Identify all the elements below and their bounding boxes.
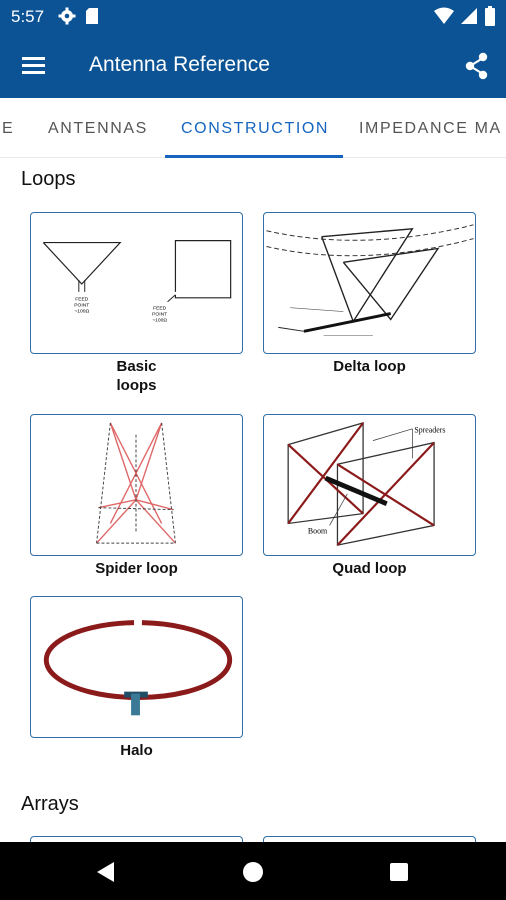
svg-text:POINT: POINT — [152, 312, 167, 318]
tab-antennas[interactable]: ANTENNAS — [48, 120, 148, 137]
quad-loop-diagram: Spreaders Boom — [287, 422, 445, 546]
svg-text:~100Ω: ~100Ω — [74, 309, 89, 315]
svg-text:FEED: FEED — [153, 306, 167, 312]
svg-text:FEED: FEED — [75, 297, 89, 303]
app-title: Antenna Reference — [89, 53, 270, 76]
card-basic-loops[interactable]: FEED POINT ~100Ω FEED POINT ~100Ω — [30, 212, 243, 354]
halo-diagram — [43, 620, 233, 716]
card-spider-loop[interactable] — [30, 414, 243, 556]
delta-loop-diagram — [266, 224, 474, 336]
tab-previous[interactable]: IE — [0, 120, 15, 137]
svg-text:POINT: POINT — [74, 303, 89, 309]
back-triangle-icon — [97, 862, 114, 882]
wifi-icon — [434, 7, 454, 24]
card-label-halo: Halo — [120, 742, 153, 759]
status-time: 5:57 — [11, 7, 45, 26]
sd-card-icon — [86, 8, 98, 24]
share-icon — [465, 52, 488, 80]
card-label-quad-loop: Quad loop — [332, 560, 407, 577]
card-quad-loop[interactable]: Spreaders Boom — [263, 414, 476, 556]
recents-square-icon — [390, 863, 408, 881]
section-title-arrays: Arrays — [21, 793, 79, 815]
card-label-spider-loop: Spider loop — [95, 560, 178, 577]
home-circle-icon — [243, 862, 263, 882]
nav-home-button[interactable] — [237, 856, 269, 888]
system-nav-bar — [0, 842, 506, 900]
hamburger-menu-icon — [22, 57, 45, 74]
svg-text:Spreaders: Spreaders — [414, 426, 445, 435]
cell-signal-icon — [461, 8, 477, 24]
tab-active-indicator — [165, 155, 343, 158]
card-halo[interactable] — [30, 596, 243, 738]
svg-text:~100Ω: ~100Ω — [152, 317, 167, 323]
menu-button[interactable] — [16, 50, 52, 82]
status-bar: 5:57 — [0, 0, 506, 34]
settings-icon — [58, 7, 76, 25]
card-label-delta-loop: Delta loop — [333, 358, 406, 375]
app-bar: Antenna Reference — [0, 34, 506, 98]
battery-icon — [485, 6, 495, 26]
svg-text:Boom: Boom — [308, 526, 327, 535]
spider-loop-diagram — [96, 422, 176, 544]
tab-bar: IE ANTENNAS CONSTRUCTION IMPEDANCE MA — [0, 98, 506, 158]
card-delta-loop[interactable] — [263, 212, 476, 354]
share-button[interactable] — [460, 50, 494, 82]
nav-recents-button[interactable] — [383, 856, 415, 888]
basic-loops-diagram: FEED POINT ~100Ω FEED POINT ~100Ω — [42, 240, 232, 323]
tab-impedance-matching[interactable]: IMPEDANCE MA — [359, 120, 502, 137]
tab-construction[interactable]: CONSTRUCTION — [181, 120, 330, 137]
section-title-loops: Loops — [21, 168, 76, 190]
nav-back-button[interactable] — [90, 856, 122, 888]
